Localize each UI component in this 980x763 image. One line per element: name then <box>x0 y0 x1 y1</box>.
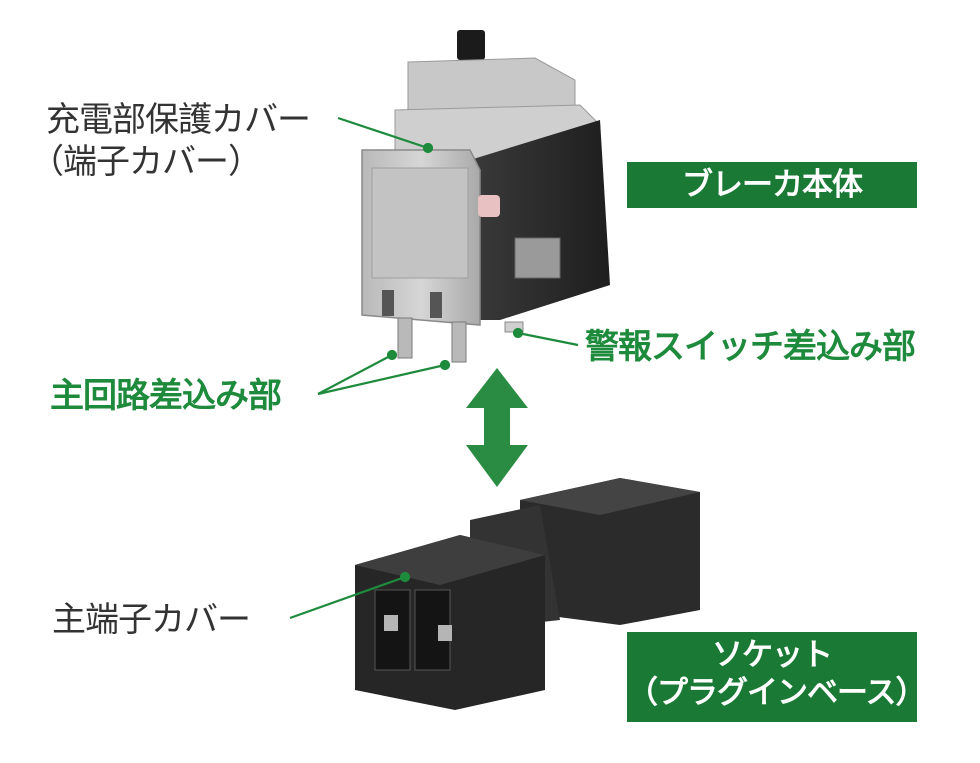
socket-rear-top <box>520 478 700 515</box>
leader-dot-terminal-cover <box>422 142 434 154</box>
label-terminal-cover-sub: （端子カバー） <box>30 142 262 182</box>
socket-terminal-right <box>438 625 452 641</box>
label-terminal-cover: 充電部保護カバー <box>46 100 311 140</box>
label-main-terminal-cover: 主端子カバー <box>52 600 251 640</box>
leader-dot-alarm-switch <box>512 327 524 339</box>
leader-main-circuit-2 <box>317 363 446 396</box>
leader-dot-main-circuit-2 <box>439 359 451 371</box>
socket-front-top <box>355 535 545 585</box>
leader-dot-main-circuit-1 <box>386 349 398 361</box>
double-arrow-icon <box>466 368 528 487</box>
label-main-circuit: 主回路差込み部 <box>50 376 282 416</box>
leader-terminal-cover <box>337 116 429 150</box>
leader-main-circuit-1 <box>317 354 393 395</box>
leader-lines <box>289 116 579 620</box>
box-socket-label: ソケット <box>712 637 833 673</box>
socket-terminal-left <box>384 615 398 631</box>
leader-dot-main-terminal-cover <box>399 571 411 583</box>
breaker-dark-side <box>470 120 610 320</box>
box-breaker-body: ブレーカ本体 <box>627 162 917 208</box>
breaker-top-step <box>407 57 576 111</box>
terminal-cover-panel <box>371 167 469 279</box>
leader-alarm-switch <box>517 331 579 347</box>
cover-slot-right <box>430 292 442 318</box>
box-breaker-body-label: ブレーカ本体 <box>682 167 863 203</box>
breaker-tab <box>478 195 500 217</box>
breaker-window <box>514 237 561 279</box>
cover-slot-left <box>382 290 394 316</box>
plug-left <box>397 317 413 359</box>
box-socket: ソケット （プラグインベース） <box>627 632 926 722</box>
leader-main-terminal-cover <box>289 575 406 620</box>
box-socket-sublabel: （プラグインベース） <box>627 675 926 711</box>
socket-rear <box>520 478 700 625</box>
plug-right <box>451 321 467 363</box>
breaker-device <box>361 30 610 363</box>
label-alarm-switch: 警報スイッチ差込み部 <box>585 327 916 367</box>
breaker-knob <box>457 30 485 60</box>
